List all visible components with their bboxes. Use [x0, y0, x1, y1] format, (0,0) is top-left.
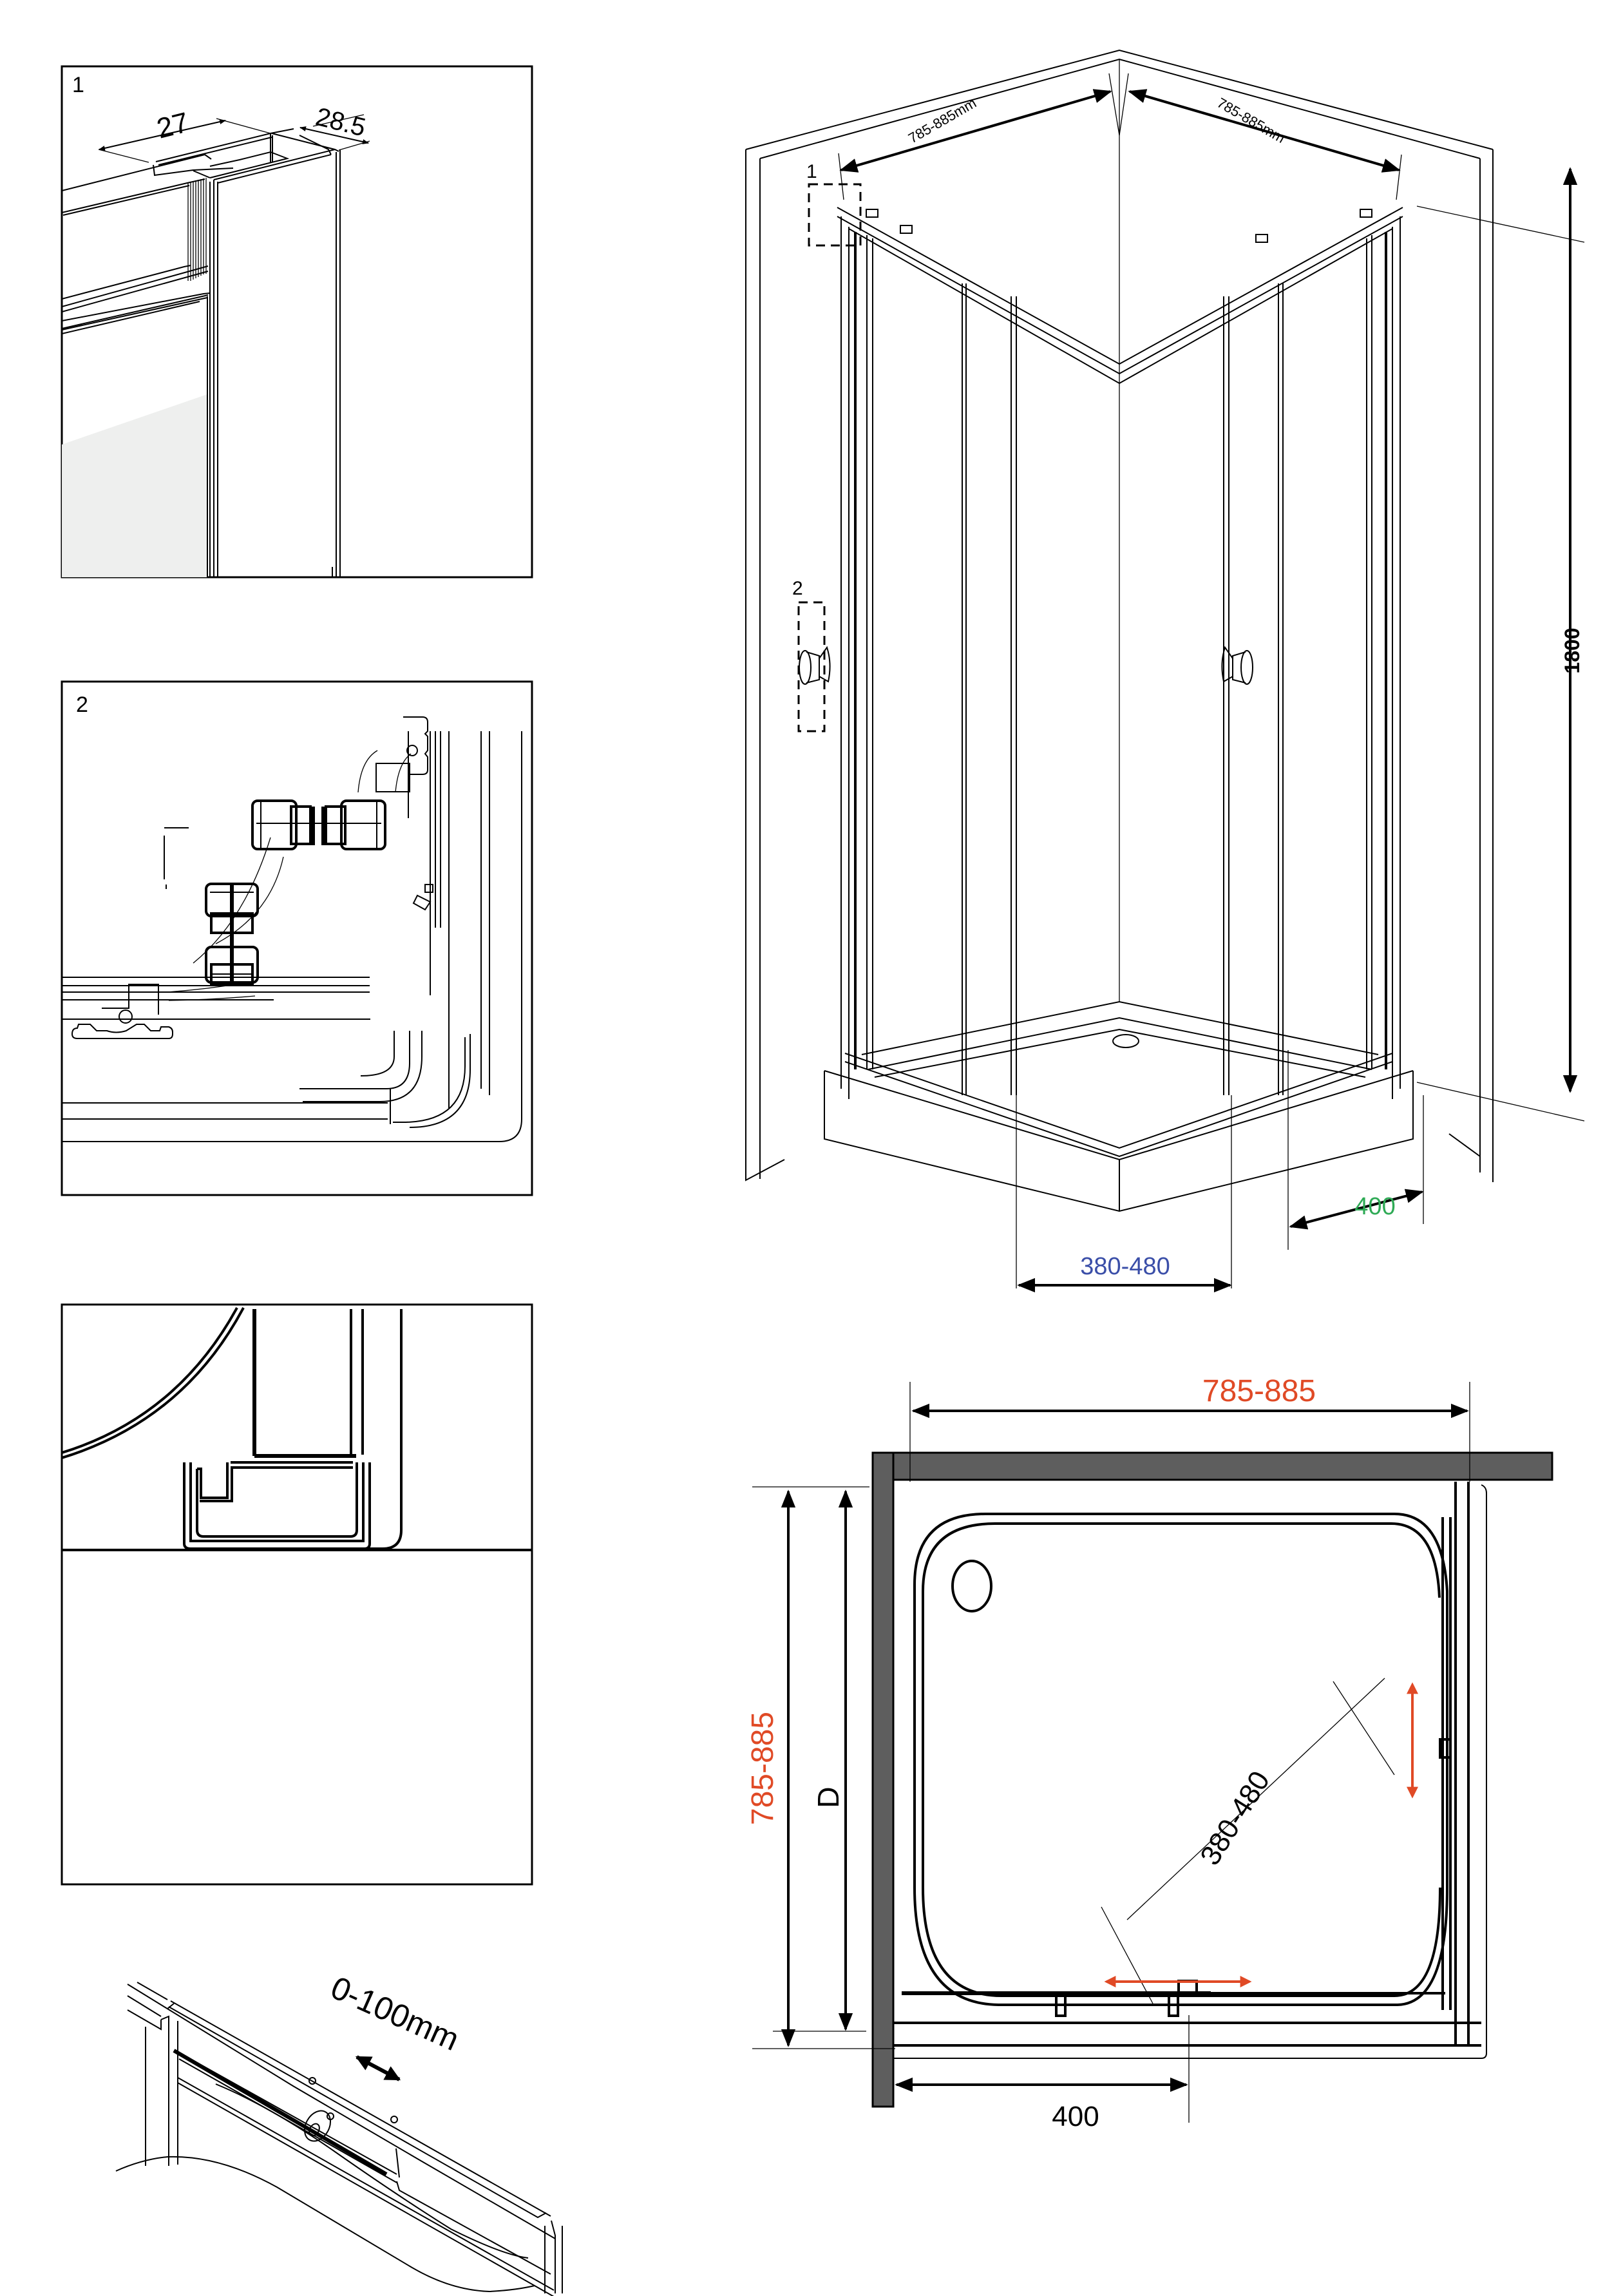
callout-1-label: 1 — [806, 161, 817, 182]
double-arrow-icon — [355, 2055, 401, 2081]
iso-door-opening-label: 380-480 — [1080, 1253, 1170, 1280]
roller-bottom-left — [1055, 1993, 1067, 2017]
detail-2-frame — [61, 680, 533, 1196]
handle-right — [1221, 646, 1253, 685]
handle-knob-upper — [251, 799, 386, 850]
detail-panel-1: 27 28.5 1 — [61, 65, 533, 579]
wall-left — [871, 1451, 895, 2108]
plan-width-label: 785-885 — [1202, 1374, 1316, 1408]
plan-view: 785-885 785-885 D 380-480 400 — [746, 1374, 1553, 2132]
iso-fixed-panel-label: 400 — [1354, 1193, 1395, 1220]
roller-bottom-right — [1168, 1993, 1179, 2017]
detail-2-label: 2 — [76, 693, 88, 717]
callout-2-box — [797, 601, 826, 732]
detail-3-frame — [61, 1303, 533, 1886]
handle-left — [799, 646, 831, 685]
handle-knob-lower — [205, 883, 259, 985]
detail-panel-2: 2 — [61, 680, 533, 1196]
handle-plan-right — [1439, 1738, 1452, 1759]
plan-depth-label: 785-885 — [746, 1712, 780, 1825]
callout-1-box — [808, 183, 862, 247]
plan-depth-symbol: D — [812, 1786, 845, 1808]
callout-2-label: 2 — [792, 578, 803, 599]
drain-icon — [951, 1560, 992, 1612]
plan-diagonal-opening-label: 380-480 — [1194, 1766, 1276, 1871]
wall-top — [871, 1451, 1553, 1481]
plan-fixed-panel-label: 400 — [1052, 2101, 1099, 2132]
detail-panel-3 — [61, 1303, 533, 1886]
dimension-27-label: 27 — [154, 106, 192, 144]
adjustment-sketch: 0-100mm — [115, 1969, 563, 2296]
iso-height-label: 1800 — [1561, 627, 1584, 673]
isometric-view: 1 2 785-885mm 78 — [745, 49, 1585, 1293]
iso-width-left-label: 785-885mm — [906, 95, 979, 146]
roller-wheel — [304, 2110, 331, 2142]
detail-1-label: 1 — [72, 73, 84, 97]
adjustment-range-label: 0-100mm — [326, 1969, 465, 2058]
